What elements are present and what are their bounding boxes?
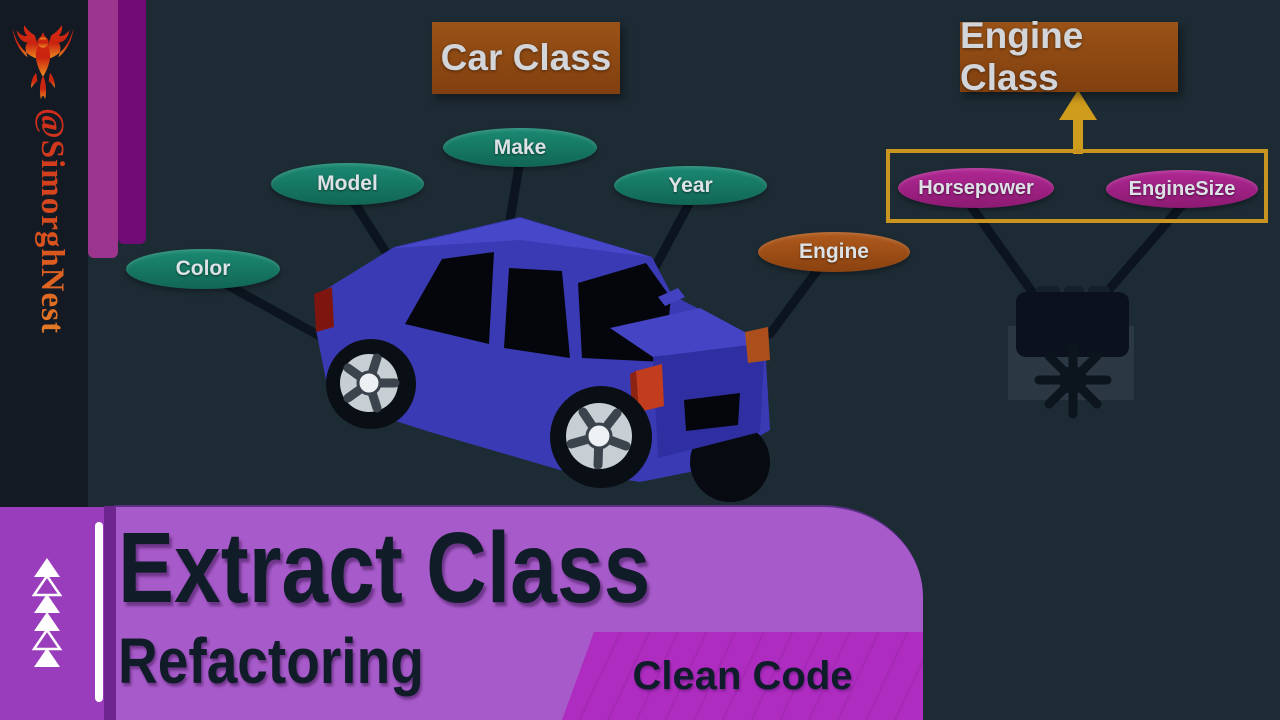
banner-divider-bar <box>95 522 103 702</box>
car-illustration <box>314 217 770 502</box>
decorative-stripe-dark <box>118 0 146 244</box>
engine-class-title: Engine Class <box>960 15 1178 98</box>
attribute-model: Model <box>271 163 424 205</box>
badge-label: Clean Code <box>632 653 853 698</box>
arrow-up-icon <box>1059 90 1097 154</box>
attribute-year: Year <box>614 166 767 205</box>
attribute-engine-size: EngineSize <box>1106 170 1258 208</box>
triangle-markers-icon <box>31 558 63 667</box>
attribute-horsepower: Horsepower <box>898 168 1054 208</box>
extracted-attributes-group <box>886 149 1268 223</box>
attribute-make: Make <box>443 128 597 167</box>
attribute-color: Color <box>126 249 280 289</box>
banner-edge-shadow <box>104 506 116 720</box>
decorative-stripe <box>88 0 118 258</box>
engine-illustration <box>1008 286 1134 419</box>
banner-title: Extract Class <box>118 512 651 624</box>
phoenix-logo-icon <box>12 25 74 100</box>
banner-subtitle: Refactoring <box>118 625 424 697</box>
badge-strip: Clean Code <box>562 632 923 720</box>
car-class-title: Car Class <box>432 22 620 94</box>
attribute-engine: Engine <box>758 232 910 272</box>
channel-handle: @SimorghNest <box>14 108 70 408</box>
